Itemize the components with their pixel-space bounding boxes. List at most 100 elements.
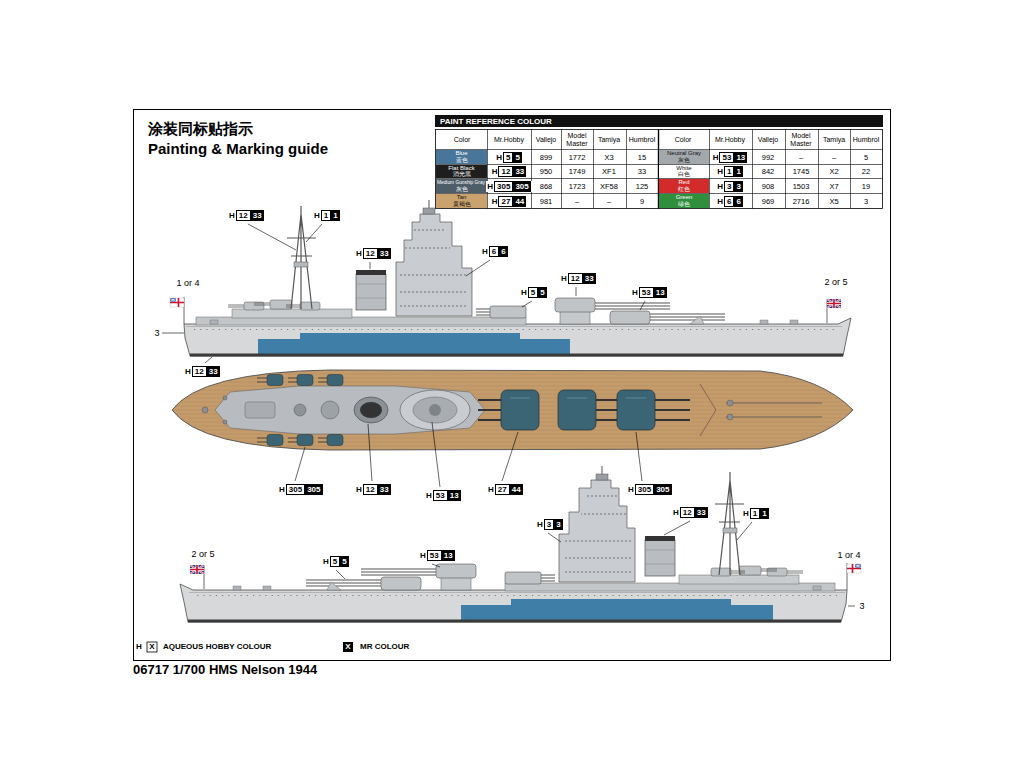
table-cell: XF58	[600, 182, 618, 191]
table-cell: –	[832, 153, 836, 162]
paint-code-aqueous: 12	[680, 507, 695, 518]
paint-prefix: H	[420, 551, 426, 560]
capstans	[727, 400, 733, 406]
table-cell: X3	[604, 153, 613, 162]
callout-number: 1 or 4	[836, 550, 861, 561]
color-name: Tan	[457, 194, 467, 201]
table-cell: 1723	[569, 182, 586, 191]
color-name: 白色	[678, 171, 690, 178]
table-cell: 9	[640, 197, 644, 206]
paint-code-mr: 5	[513, 152, 521, 163]
heading-english: Painting & Marking guide	[148, 140, 328, 157]
funnel	[356, 274, 386, 310]
main-turret	[617, 390, 655, 430]
column-header: Humbrol	[627, 136, 657, 144]
color-name: 黄褐色	[453, 201, 471, 208]
paint-code-aqueous: 12	[363, 484, 378, 495]
paint-code-aqueous: 5	[503, 152, 513, 163]
callout-number: 2 or 5	[190, 549, 215, 560]
table-cell: 5	[864, 153, 868, 162]
ship-side-view	[170, 298, 184, 307]
funnel	[354, 397, 388, 423]
color-swatch-cell: Blue蓝色	[436, 150, 487, 165]
table-cell: 19	[862, 182, 870, 191]
column-header: Vallejo	[753, 136, 784, 144]
table-heading: PAINT REFERENCE COLOUR	[440, 117, 552, 126]
deck-fittings	[760, 320, 768, 324]
column-header: Tamiya	[594, 136, 625, 144]
capstans	[202, 396, 733, 424]
funnel-bands	[356, 284, 386, 298]
paint-table-grid	[436, 150, 883, 194]
secondary-turret	[327, 435, 343, 446]
camouflage-blue	[258, 333, 570, 354]
paint-callout: H305305	[627, 484, 673, 495]
color-name: 红色	[678, 186, 690, 193]
paint-code-mr: 33	[513, 166, 526, 177]
table-cell: 3	[864, 197, 868, 206]
paint-code-mr: 44	[513, 196, 526, 207]
color-name: White	[676, 165, 691, 172]
paint-prefix: H	[713, 153, 719, 162]
barbette	[560, 311, 590, 324]
paint-code-aqueous: 6	[489, 246, 499, 257]
secondary-turret	[267, 375, 343, 446]
mast-platform	[294, 262, 308, 267]
paint-callout: H5313	[419, 550, 456, 561]
table-cell: X2	[829, 167, 838, 176]
color-swatch-cell: White白色	[659, 165, 709, 179]
paint-code-aqueous: 27	[498, 196, 513, 207]
color-swatch-cell: Green绿色	[659, 194, 709, 209]
tower-bridge	[400, 390, 470, 430]
paint-code-mr: 13	[654, 287, 667, 298]
color-name: Red	[678, 179, 689, 186]
paint-callout: H1233	[355, 484, 392, 495]
paint-code-aqueous: 5	[330, 556, 340, 567]
paint-code-aqueous: 305	[635, 484, 654, 495]
paint-callout: H33	[536, 519, 564, 530]
table-cell: 1772	[569, 153, 586, 162]
legend-text: MR COLOUR	[360, 642, 409, 652]
paint-callout: H55	[495, 152, 523, 163]
paint-prefix: H	[521, 288, 527, 297]
column-header: Mr.Hobby	[488, 136, 530, 144]
tower-platform	[429, 404, 441, 416]
paint-prefix: H	[323, 557, 329, 566]
table-cell: 22	[862, 167, 870, 176]
paint-callout: H33	[716, 181, 744, 192]
paint-code-aqueous: 305	[286, 484, 305, 495]
paint-prefix: H	[482, 247, 488, 256]
boats	[245, 402, 275, 418]
table-cell: 1503	[793, 182, 810, 191]
table-cell: 908	[762, 182, 775, 191]
main-turret	[490, 306, 526, 318]
paint-code-aqueous: 12	[363, 248, 378, 259]
paint-code-mr: 305	[305, 484, 322, 495]
paint-code-aqueous: 53	[639, 287, 654, 298]
ship-starboard-view	[180, 466, 861, 623]
main-guns	[478, 400, 501, 420]
paint-code-mr: 1	[331, 210, 339, 221]
color-swatch-cell: Tan黄褐色	[436, 194, 487, 209]
column-header: Model Master	[562, 132, 592, 147]
boot-topping	[190, 354, 843, 357]
main-guns	[650, 314, 725, 320]
paint-callout: H2744	[487, 484, 524, 495]
deck-fittings	[210, 320, 218, 324]
secondary-turret	[327, 375, 343, 386]
table-cell: XF1	[602, 167, 616, 176]
paint-table-grid	[435, 115, 883, 127]
legend-sample-text: X	[149, 642, 154, 652]
paint-code-aqueous: 3	[724, 181, 734, 192]
capstans	[727, 414, 733, 420]
paint-table-grid	[436, 130, 883, 209]
paint-callout: H55	[520, 287, 548, 298]
paint-code-mr: 33	[251, 210, 264, 221]
paint-prefix: H	[426, 491, 432, 500]
secondary-turret	[297, 435, 313, 446]
paint-prefix: H	[628, 485, 634, 494]
color-name: 灰色	[456, 186, 468, 193]
paint-callout: H11	[742, 508, 770, 519]
ship-plan-view	[170, 370, 855, 450]
